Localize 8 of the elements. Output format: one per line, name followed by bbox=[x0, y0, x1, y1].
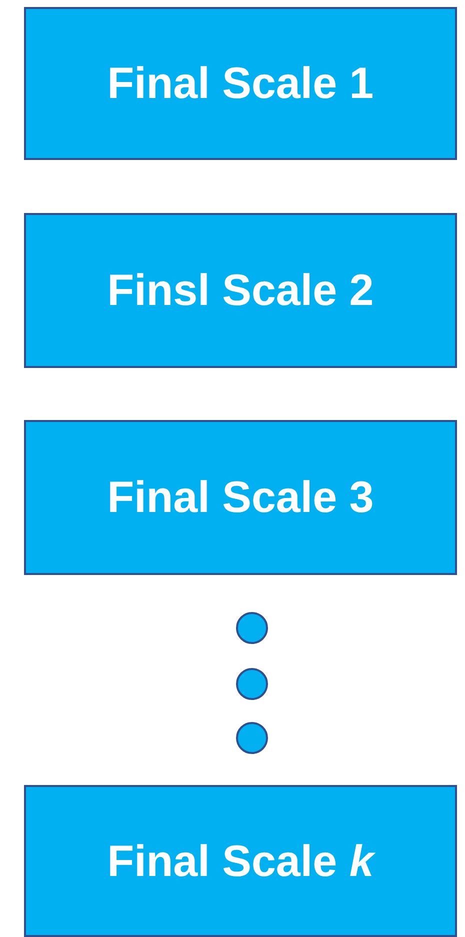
scale-box bbox=[24, 785, 457, 937]
box-label: Finsl Scale 2 bbox=[107, 265, 374, 317]
box-label: Final Scale k bbox=[107, 836, 374, 888]
scale-box bbox=[24, 213, 457, 368]
box-label: Final Scale 3 bbox=[107, 472, 374, 524]
scale-box bbox=[24, 420, 457, 575]
scale-box bbox=[24, 7, 457, 160]
box-label: Final Scale 1 bbox=[107, 58, 374, 110]
